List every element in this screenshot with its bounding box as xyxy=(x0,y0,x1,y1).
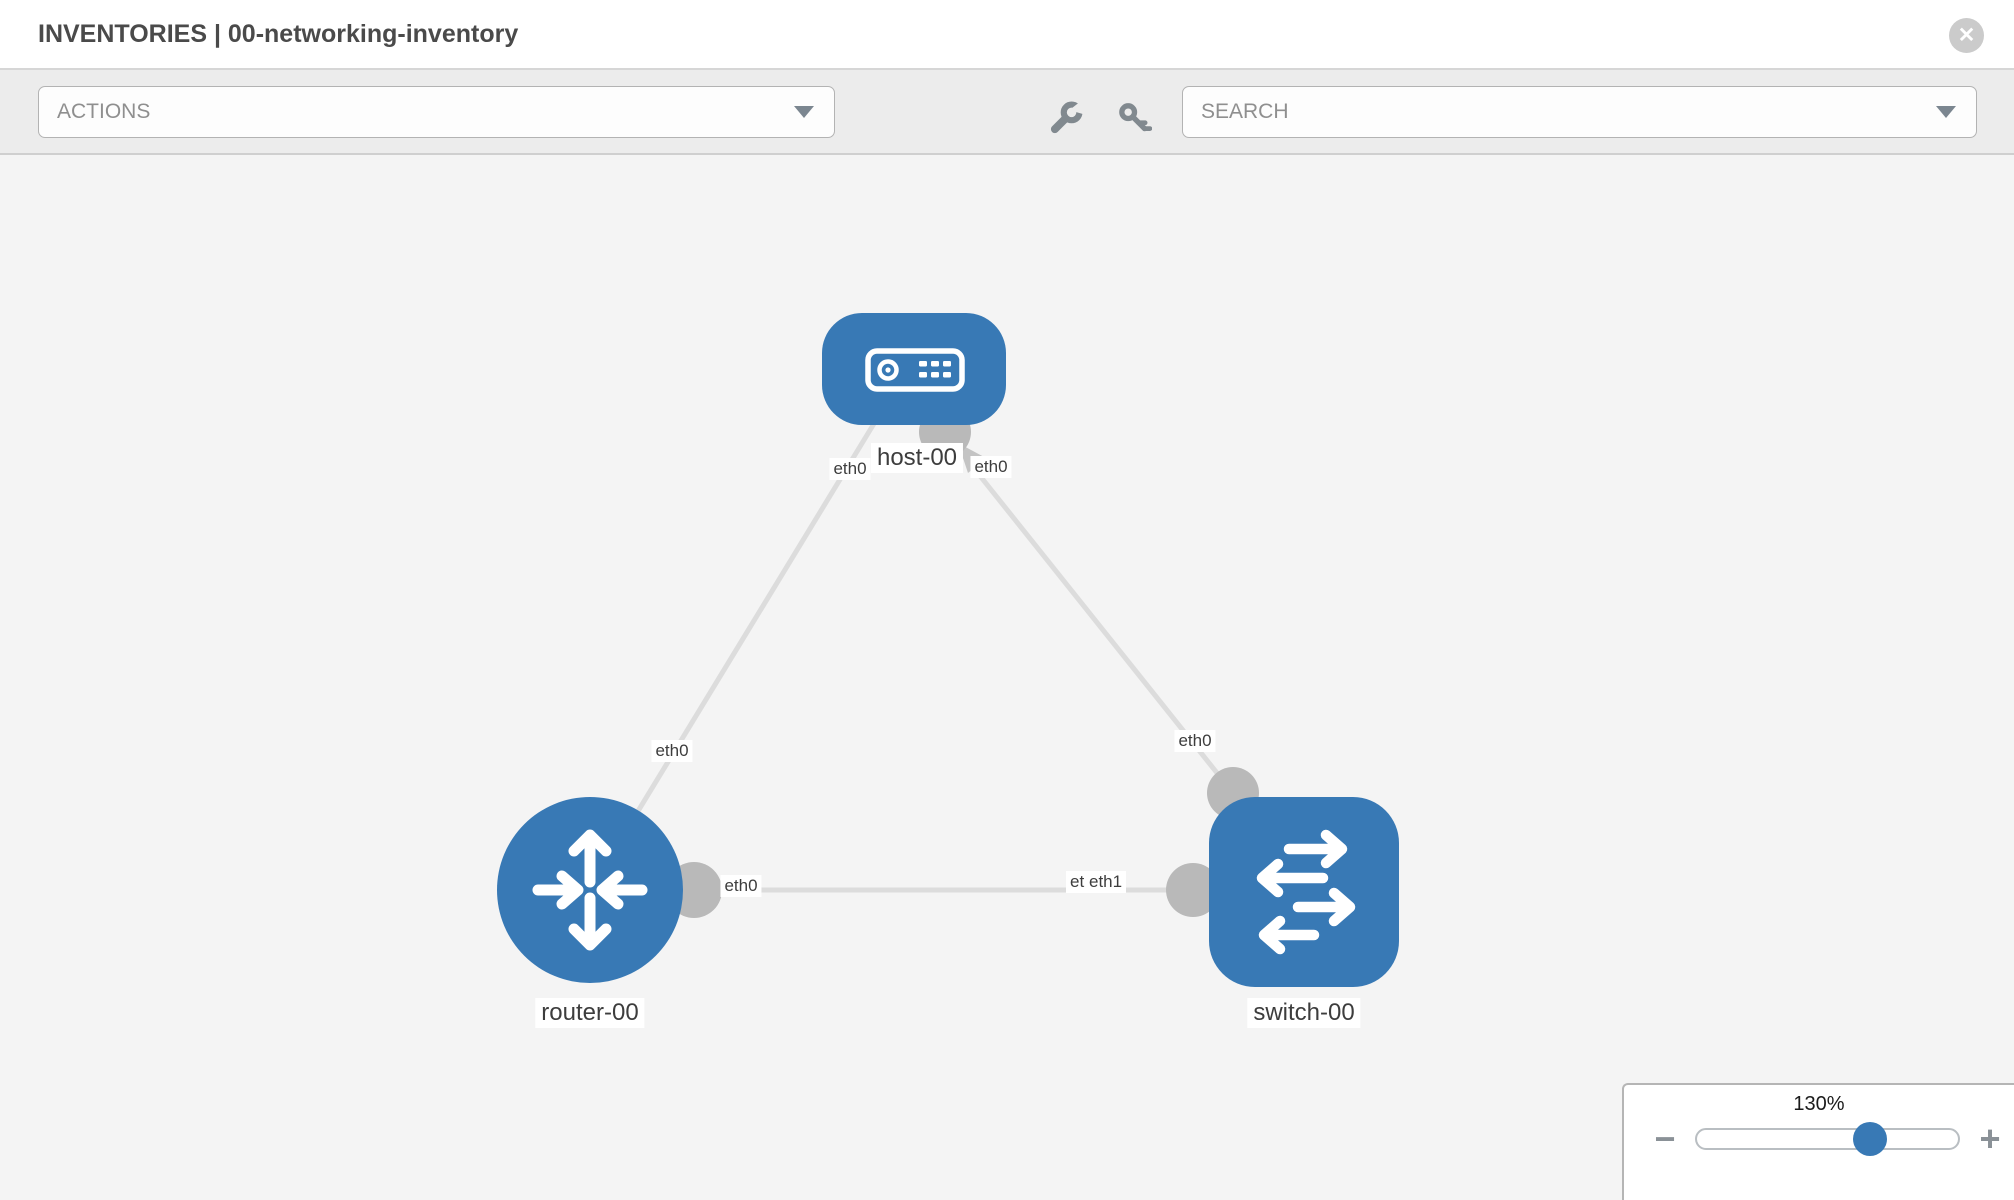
zoom-in-button[interactable]: + xyxy=(1973,1118,2007,1159)
node-label-host[interactable]: host-00 xyxy=(870,443,964,473)
node-label-router[interactable]: router-00 xyxy=(535,998,645,1028)
actions-dropdown-label: ACTIONS xyxy=(57,100,151,123)
key-icon xyxy=(1119,103,1152,132)
close-button[interactable]: ✕ xyxy=(1949,18,1984,53)
topology-canvas[interactable]: host-00 router-00 switch-00 eth0 eth0 et… xyxy=(0,155,2014,1200)
node-router-00[interactable] xyxy=(497,797,683,983)
plus-icon: + xyxy=(1979,1118,2001,1159)
chevron-down-icon xyxy=(1936,106,1956,118)
node-host-00[interactable] xyxy=(822,313,1006,425)
router-icon xyxy=(532,829,648,951)
node-switch-00[interactable] xyxy=(1209,797,1399,987)
zoom-slider-thumb[interactable] xyxy=(1853,1122,1887,1156)
zoom-slider-track[interactable] xyxy=(1695,1122,1960,1156)
close-icon: ✕ xyxy=(1957,24,1976,47)
credentials-button[interactable] xyxy=(1112,96,1156,140)
node-label-switch[interactable]: switch-00 xyxy=(1247,998,1361,1028)
interface-label-host-right: eth0 xyxy=(970,456,1012,478)
zoom-out-button[interactable]: − xyxy=(1648,1118,1682,1159)
wrench-icon xyxy=(1050,99,1085,134)
page-title: INVENTORIES | 00-networking-inventory xyxy=(38,19,519,48)
interface-label-host-left: eth0 xyxy=(829,458,871,480)
zoom-level-value: 130% xyxy=(1793,1093,1845,1115)
interface-label-switch-top: eth0 xyxy=(1174,730,1216,752)
host-icon xyxy=(865,348,965,392)
toolbar: ACTIONS SEARCH xyxy=(0,70,2014,155)
search-dropdown[interactable]: SEARCH xyxy=(1182,86,1977,138)
search-placeholder: SEARCH xyxy=(1201,100,1289,123)
interface-label-link-left: eth0 xyxy=(720,875,762,897)
interface-label-router-top: eth0 xyxy=(651,740,693,762)
minus-icon: − xyxy=(1654,1118,1676,1159)
header-bar: INVENTORIES | 00-networking-inventory ✕ xyxy=(0,0,2014,70)
chevron-down-icon xyxy=(794,106,814,118)
port-switch-left xyxy=(1166,863,1220,917)
actions-dropdown[interactable]: ACTIONS xyxy=(38,86,835,138)
zoom-control-panel: 130% − + xyxy=(1622,1083,2014,1200)
interface-label-link-right-front: eth1 xyxy=(1085,871,1127,893)
switch-icon xyxy=(1256,829,1356,955)
configure-tools-button[interactable] xyxy=(1044,96,1088,140)
